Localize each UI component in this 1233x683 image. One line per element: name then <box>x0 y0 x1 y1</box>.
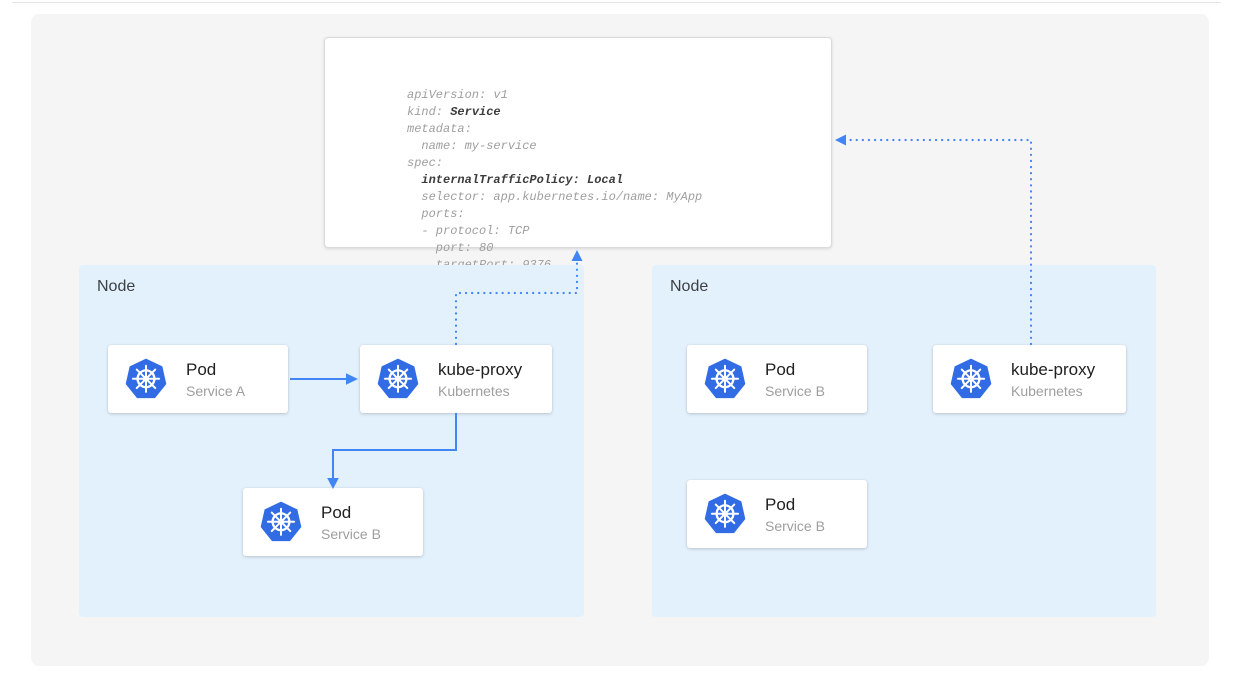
card-subtitle: Service B <box>765 517 825 534</box>
card-subtitle: Kubernetes <box>438 382 510 399</box>
kubernetes-icon <box>376 358 420 400</box>
card-title: Pod <box>321 502 352 522</box>
node-label: Node <box>670 278 709 295</box>
card-kube-proxy-left: kube-proxy Kubernetes <box>360 345 552 413</box>
node-box-right: Node <box>652 265 1156 617</box>
card-title: kube-proxy <box>1011 359 1096 379</box>
card-pod-service-b-left: Pod Service B <box>243 488 423 556</box>
kubernetes-icon <box>124 358 168 400</box>
card-subtitle: Kubernetes <box>1011 382 1083 399</box>
card-title: Pod <box>186 359 217 379</box>
kubernetes-icon <box>703 358 747 400</box>
card-kube-proxy-right: kube-proxy Kubernetes <box>933 345 1126 413</box>
node-box-left: Node <box>79 265 584 617</box>
kubernetes-icon <box>259 501 303 543</box>
page-top-divider <box>12 2 1221 3</box>
kubernetes-icon <box>703 493 747 535</box>
kubernetes-icon <box>949 358 993 400</box>
card-pod-service-a: Pod Service A <box>108 345 288 413</box>
card-pod-service-b-right-top: Pod Service B <box>687 345 867 413</box>
card-subtitle: Service B <box>765 382 825 399</box>
card-subtitle: Service A <box>186 382 246 399</box>
card-title: Pod <box>765 359 796 379</box>
card-title: Pod <box>765 494 796 514</box>
card-pod-service-b-right-bottom: Pod Service B <box>687 480 867 548</box>
card-subtitle: Service B <box>321 525 381 542</box>
card-title: kube-proxy <box>438 359 523 379</box>
node-label: Node <box>97 278 136 295</box>
